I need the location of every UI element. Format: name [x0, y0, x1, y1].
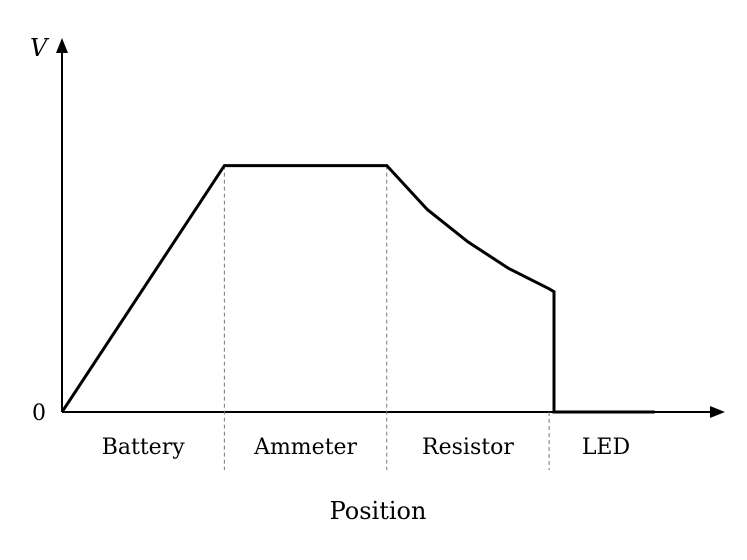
y-origin-label: 0 [32, 401, 46, 426]
segment-label-battery: Battery [102, 435, 186, 460]
x-axis-arrowhead [710, 406, 725, 418]
y-axis-arrowhead [56, 38, 68, 53]
segment-labels: Battery Ammeter Resistor LED [102, 435, 630, 460]
segment-dividers [223, 165, 550, 470]
series-line-0 [60, 164, 655, 414]
y-axis-label: V [30, 34, 50, 62]
segment-label-ammeter: Ammeter [253, 435, 357, 460]
series-layer [60, 164, 655, 414]
segment-label-resistor: Resistor [422, 435, 514, 460]
segment-label-led: LED [582, 435, 630, 460]
x-axis-label: Position [330, 497, 427, 525]
